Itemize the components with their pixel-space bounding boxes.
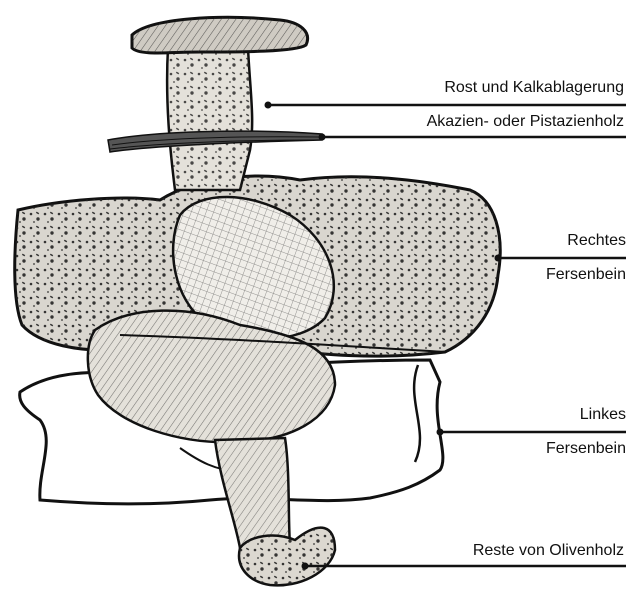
label-right-heel-line2: Fersenbein: [546, 267, 626, 283]
label-acacia-wood: Akazien- oder Pistazienholz: [427, 114, 624, 130]
label-left-heel-line1: Linkes: [580, 407, 626, 423]
label-rust: Rost und Kalkablagerung: [444, 80, 624, 96]
label-olive-wood: Reste von Olivenholz: [473, 543, 624, 559]
label-left-heel-line2: Fersenbein: [546, 441, 626, 457]
nail-corrosion-texture: [167, 48, 252, 190]
label-right-heel-line1: Rechtes: [567, 233, 626, 249]
